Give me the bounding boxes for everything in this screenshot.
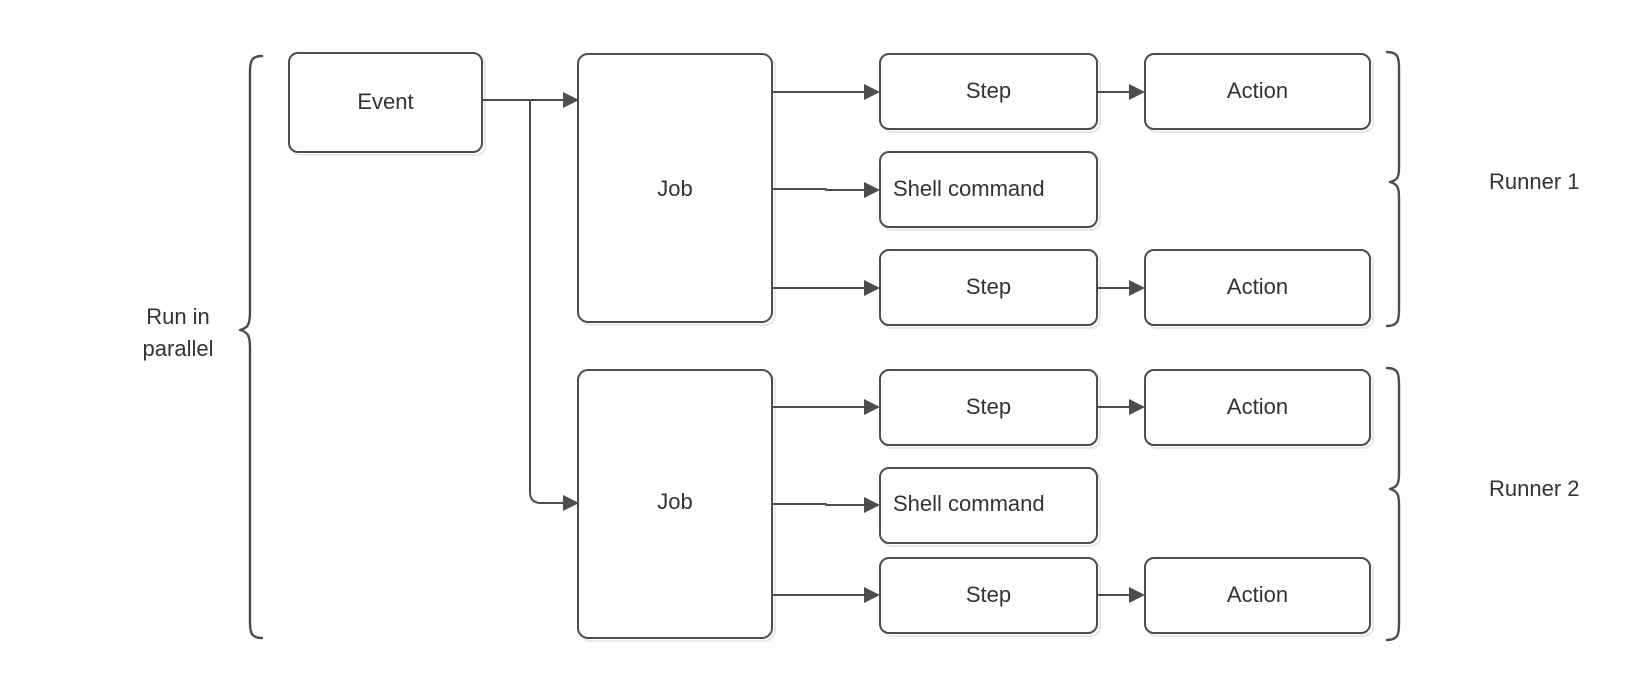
runner-2-job-label: Job [657,489,692,514]
runner-2-shell-command-rect [879,467,1098,544]
event-to-job2-arrowhead [563,495,579,511]
runner-1-action-2-label: Action [1227,274,1288,299]
runner-2-job-node[interactable]: Job [577,369,776,642]
runner-1-step-2-to-action-2-connector [1097,280,1145,296]
runner-1-shell-command-rect [879,151,1098,228]
event-to-job1-arrowhead [563,92,579,108]
runner-2-step-1-to-action-1-connector [1097,399,1145,415]
runner-1-group: Job Step [577,50,1580,329]
runner-1-action-2-rect [1144,249,1371,326]
runner-2-branch-3-arrowhead [864,587,880,603]
event-to-job2-line [529,100,563,504]
runner-1-action-2-arrowhead [1129,280,1145,296]
runner-2-label: Runner 2 [1489,476,1580,501]
runner-1-step-1-to-action-1-connector [1097,84,1145,100]
runner-2-step-2-to-action-2-connector [1097,587,1145,603]
event-to-jobs-connector [482,92,579,511]
runner-2-branch-2-line [772,503,864,506]
runner-1-shell-command-label: Shell command [893,176,1045,201]
run-in-parallel-label-line2: parallel [143,336,214,361]
runner-1-brace-icon [1385,50,1401,328]
runner-2-shell-command-node[interactable]: Shell command [879,467,1101,547]
runner-2-action-1-arrowhead [1129,399,1145,415]
runner-2-step-2-label: Step [966,582,1011,607]
event-node-rect [288,52,483,153]
run-in-parallel-label-line1: Run in [146,304,210,329]
runner-1-action-1-rect [1144,53,1371,130]
event-node[interactable]: Event [288,52,486,156]
runner-2-action-2-label: Action [1227,582,1288,607]
runner-2-branch-1-arrowhead [864,399,880,415]
runner-1-branch-1-arrowhead [864,84,880,100]
runner-1-action-1-node[interactable]: Action [1144,53,1374,133]
runner-1-job-to-shell-connector [772,182,880,198]
runner-1-branch-2-arrowhead [864,182,880,198]
runner-2-action-1-rect [1144,369,1371,446]
runner-2-job-to-shell-connector [772,497,880,513]
runner-1-step-1-label: Step [966,78,1011,103]
runner-1-label: Runner 1 [1489,169,1580,194]
runner-1-action-2-node[interactable]: Action [1144,249,1374,329]
runner-2-branch-2-arrowhead [864,497,880,513]
runner-1-job-node[interactable]: Job [577,53,776,326]
runner-2-action-1-label: Action [1227,394,1288,419]
runner-2-job-to-step-1-connector [772,399,880,415]
runner-1-job-label: Job [657,176,692,201]
runner-1-branch-2-line [772,188,864,191]
runner-2-step-2-node[interactable]: Step [879,557,1101,637]
runner-2-action-1-node[interactable]: Action [1144,369,1374,449]
runner-2-group: Job Step [577,366,1580,642]
runner-2-action-2-node[interactable]: Action [1144,557,1374,637]
runner-2-shell-command-label: Shell command [893,491,1045,516]
runner-1-step-1-node[interactable]: Step [879,53,1101,133]
event-node-label: Event [357,89,413,114]
runner-2-action-2-arrowhead [1129,587,1145,603]
runner-1-step-2-node[interactable]: Step [879,249,1101,329]
runner-1-shell-command-node[interactable]: Shell command [879,151,1101,231]
runner-2-step-1-label: Step [966,394,1011,419]
runner-1-branch-3-arrowhead [864,280,880,296]
runner-1-job-to-step-2-connector [772,280,880,296]
runner-1-job-to-step-1-connector [772,84,880,100]
runner-1-step-2-label: Step [966,274,1011,299]
runner-1-action-1-label: Action [1227,78,1288,103]
runner-2-job-to-step-2-connector [772,587,880,603]
runner-1-action-1-arrowhead [1129,84,1145,100]
run-in-parallel-brace-icon [238,54,264,640]
runner-2-action-2-rect [1144,557,1371,634]
runner-2-brace-icon [1385,366,1401,642]
run-in-parallel-brace-group: Run in parallel [143,54,264,640]
runner-2-step-1-node[interactable]: Step [879,369,1101,449]
